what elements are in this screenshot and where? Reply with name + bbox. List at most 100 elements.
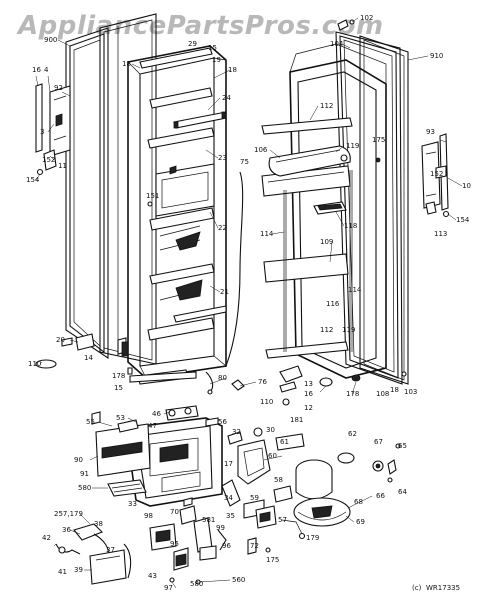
part-callout: 72 — [250, 542, 259, 550]
part-callout: 92 — [54, 84, 63, 92]
part-callout: 53 — [116, 414, 125, 422]
part-callout: 66 — [376, 492, 385, 500]
part-callout: 58 — [274, 476, 283, 484]
part-callout: 98 — [144, 512, 153, 520]
part-callout: 23 — [218, 154, 227, 162]
dispenser-light-socket-parts — [55, 523, 201, 585]
part-callout: 38 — [94, 520, 103, 528]
freezer-door-shelves — [147, 87, 227, 341]
fresh-food-butter-compartment — [313, 201, 347, 215]
part-callout: 114 — [260, 230, 274, 238]
part-callout: 57 — [278, 516, 287, 524]
part-callout: 24 — [222, 94, 231, 102]
part-callout: 99 — [216, 524, 225, 532]
part-callout: 18 — [122, 60, 131, 68]
part-callout: 900 — [44, 36, 57, 44]
fresh-food-door-outer-panel — [359, 35, 409, 385]
part-callout: 102 — [360, 14, 373, 22]
part-callout: 64 — [398, 488, 407, 496]
fresh-food-door-handle — [421, 133, 450, 218]
part-callout: 42 — [42, 534, 51, 542]
part-callout: 110 — [260, 398, 273, 406]
part-callout: 154 — [26, 176, 40, 184]
part-callout: 39 — [74, 566, 83, 574]
part-callout: 104 — [330, 40, 344, 48]
dispenser-switch-and-wiring — [243, 485, 306, 555]
part-callout: 16 — [32, 66, 41, 74]
watermark-text: AppliancePartsPros.com — [16, 11, 384, 41]
part-callout: 151 — [146, 192, 159, 200]
part-callout: 119 — [346, 142, 359, 150]
part-callout: 17 — [224, 460, 233, 468]
part-callout: 3 — [40, 128, 44, 136]
part-callout: 118 — [344, 222, 357, 230]
part-callout: 90 — [74, 456, 83, 464]
part-callout: 581 — [202, 516, 215, 524]
part-callout: 103 — [404, 388, 417, 396]
freezer-ice-bin-window — [155, 163, 215, 217]
part-callout: 109 — [320, 238, 333, 246]
freezer-small-parts — [35, 171, 245, 395]
dispenser-lower-electrical — [149, 497, 227, 571]
part-callout: 34 — [224, 494, 233, 502]
part-callout: 46 — [152, 410, 161, 418]
part-callout: 97 — [164, 584, 173, 592]
part-callout: 36 — [62, 526, 71, 534]
figure-code: WR17335 — [426, 584, 460, 592]
part-callout: 33 — [128, 500, 137, 508]
part-callout: 257,179 — [54, 510, 83, 518]
dispenser-actuator-parts — [91, 405, 263, 445]
dispenser-chute-and-bracket — [221, 433, 305, 507]
dispenser-housing — [125, 417, 223, 507]
part-callout: 110 — [28, 360, 41, 368]
dispenser-gear-parts — [337, 443, 401, 483]
part-callout: 116 — [326, 300, 340, 308]
part-callout: 75 — [240, 158, 249, 166]
part-callout: 59 — [250, 494, 259, 502]
part-callout: 152 — [42, 156, 55, 164]
part-callout: 30 — [266, 426, 275, 434]
part-callout: 65 — [398, 442, 407, 450]
part-callout: 175 — [266, 556, 279, 564]
part-callout: 154 — [456, 216, 470, 224]
part-callout: 13 — [304, 380, 313, 388]
freezer-door-handle — [35, 83, 71, 176]
part-callout: 112 — [320, 326, 333, 334]
part-callout: 178 — [112, 372, 125, 380]
part-callout: 580 — [190, 580, 203, 588]
freezer-door-hinge — [75, 333, 129, 357]
part-callout: 4 — [44, 66, 49, 74]
dispenser-motor-auger — [293, 459, 351, 527]
part-callout: 62 — [348, 430, 357, 438]
part-callout: 35 — [226, 512, 235, 520]
part-callout: 113 — [434, 230, 447, 238]
part-callout: 152 — [430, 170, 443, 178]
part-callout: 910 — [430, 52, 443, 60]
part-callout: 55 — [86, 418, 95, 426]
part-callout: 21 — [220, 288, 229, 296]
part-callout: 68 — [354, 498, 363, 506]
part-callout: 37 — [106, 546, 115, 554]
part-callout: 93 — [426, 128, 435, 136]
figure-corner-mark: (c) — [412, 584, 422, 592]
part-callout: 181 — [290, 416, 303, 424]
part-callout: 15 — [208, 44, 217, 52]
part-callout: 14 — [84, 354, 93, 362]
part-callout: 178 — [346, 390, 359, 398]
part-callout: 15 — [114, 384, 123, 392]
part-callout: 18 — [228, 66, 237, 74]
part-callout: 43 — [148, 572, 157, 580]
part-callout: 114 — [348, 286, 362, 294]
part-callout: 175 — [372, 136, 385, 144]
part-callout: 47 — [148, 422, 157, 430]
part-callout: 112 — [320, 102, 333, 110]
part-callout: 91 — [80, 470, 89, 478]
part-callout: 106 — [254, 146, 268, 154]
part-callout: 18 — [390, 386, 399, 394]
part-callout: 580 — [78, 484, 91, 492]
freezer-door-gasket — [65, 27, 109, 360]
part-callout: 108 — [376, 390, 389, 398]
part-callout: 22 — [218, 224, 227, 232]
